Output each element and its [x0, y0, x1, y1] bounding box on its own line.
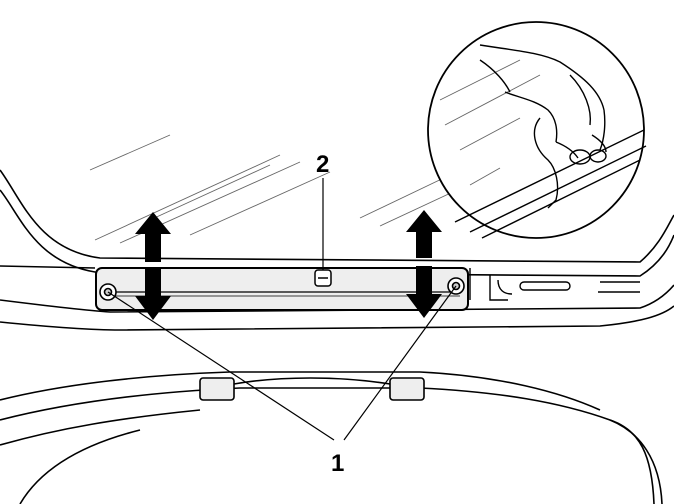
detail-inset: [427, 21, 647, 239]
side-bracket: [469, 268, 640, 301]
door-handle: [199, 377, 425, 401]
arrow-up-left: [135, 212, 171, 262]
window-frame: [0, 169, 674, 331]
arrow-down-right: [406, 266, 442, 318]
callout-pins: 1: [331, 450, 344, 477]
callout-center-screw: 2: [316, 151, 329, 178]
arrow-down-left: [135, 268, 171, 320]
arrow-up-right: [406, 210, 442, 258]
center-screw: [314, 269, 332, 287]
leader-lines: [107, 178, 457, 441]
